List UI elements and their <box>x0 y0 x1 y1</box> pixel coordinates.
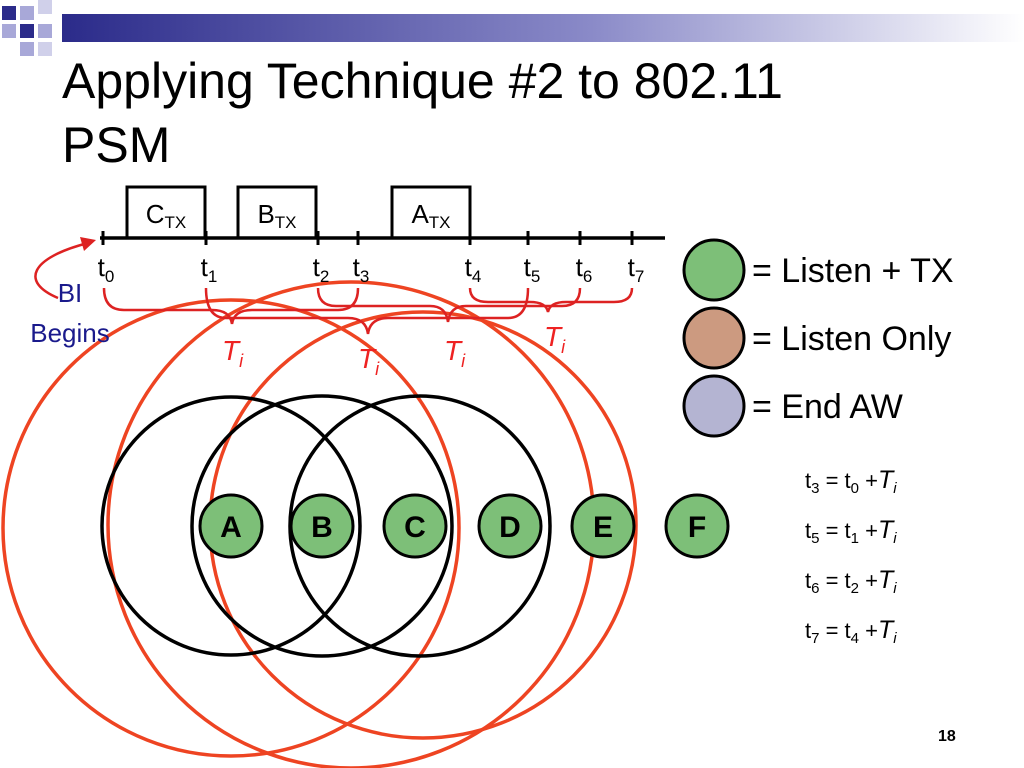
slide-title-line-2: PSM <box>62 117 171 173</box>
range-circle-black <box>100 395 362 657</box>
bi-begins-label: Begins <box>30 318 110 348</box>
equation: t6 = t2 +Ti <box>805 566 897 597</box>
node-label: B <box>311 511 333 544</box>
legend-swatch <box>682 374 746 438</box>
range-circle-red <box>1 298 461 758</box>
node-label: F <box>688 511 706 544</box>
header-square <box>20 6 34 20</box>
bi-begins-label: BI <box>58 278 83 308</box>
legend-item-listen-tx: = Listen + TX <box>682 238 954 302</box>
tx-box-label: BTX <box>257 199 296 232</box>
node-circle <box>289 493 355 559</box>
header-decoration <box>2 0 1024 56</box>
page-number: 18 <box>938 728 956 745</box>
node-label: A <box>220 511 242 544</box>
equation: t3 = t0 +Ti <box>805 466 897 497</box>
interval-label: Ti <box>358 343 380 379</box>
interval-labels: Ti Ti Ti Ti <box>222 321 566 379</box>
tx-box-label: CTX <box>146 199 187 232</box>
tick-label: t7 <box>628 252 645 286</box>
interval-brace <box>468 287 634 313</box>
legend-item-listen-only: = Listen Only <box>682 306 951 370</box>
node-e: E <box>570 493 636 559</box>
legend-label: = Listen + TX <box>752 252 954 290</box>
interval-label: Ti <box>544 321 566 357</box>
nodes: A B C D E F <box>198 493 730 559</box>
tx-box-outline <box>236 185 318 238</box>
tick-label: t5 <box>524 252 541 286</box>
node-a: A <box>198 493 264 559</box>
legend-label: = End AW <box>752 388 903 426</box>
bi-begins-arrowhead <box>80 237 96 251</box>
node-circle <box>198 493 264 559</box>
header-square <box>20 42 34 56</box>
legend-label: = Listen Only <box>752 320 951 358</box>
slide-title-line-1: Applying Technique #2 to 802.11 <box>62 53 783 109</box>
interval-label: Ti <box>222 335 244 371</box>
node-label: D <box>499 511 521 544</box>
tick-label: t4 <box>465 252 482 286</box>
header-square <box>38 24 52 38</box>
header-square <box>38 0 52 14</box>
interval-brace <box>102 287 360 325</box>
equation: t7 = t4 +Ti <box>805 616 897 647</box>
interval-label: Ti <box>444 335 466 371</box>
legend: = Listen + TX = Listen Only = End AW <box>682 238 954 438</box>
interval-brace <box>204 287 530 335</box>
tx-box-outline <box>125 185 207 238</box>
range-circle-black <box>190 394 454 658</box>
legend-item-end-aw: = End AW <box>682 374 903 438</box>
bi-begins-arrow <box>34 241 89 300</box>
node-f: F <box>664 493 730 559</box>
header-square <box>20 24 34 38</box>
header-square <box>2 24 16 38</box>
node-circle <box>477 493 543 559</box>
interval-brace <box>316 287 582 323</box>
tx-box-label: ATX <box>411 199 450 232</box>
tick-label: t1 <box>201 252 218 286</box>
node-b: B <box>289 493 355 559</box>
node-circle <box>382 493 448 559</box>
node-d: D <box>477 493 543 559</box>
header-gradient-bar <box>62 14 1024 42</box>
tick-label: t3 <box>353 252 370 286</box>
equations: t3 = t0 +Ti t5 = t1 +Ti t6 = t2 +Ti t7 =… <box>805 466 897 647</box>
node-label: E <box>593 511 613 544</box>
tx-box-outline <box>390 185 472 238</box>
tick-label: t6 <box>576 252 593 286</box>
header-square <box>38 42 52 56</box>
node-circle <box>664 493 730 559</box>
node-circle <box>570 493 636 559</box>
timeline: CTX BTX ATX t0 t1 t2 t3 t4 t5 t6 t7 <box>30 185 665 379</box>
tick-labels: t0 t1 t2 t3 t4 t5 t6 t7 <box>98 252 645 286</box>
tx-boxes <box>125 185 472 238</box>
node-c: C <box>382 493 448 559</box>
legend-swatch <box>682 238 746 302</box>
node-label: C <box>404 511 426 544</box>
equation: t5 = t1 +Ti <box>805 516 897 547</box>
interval-braces <box>102 287 634 335</box>
legend-swatch <box>682 306 746 370</box>
tick-label: t0 <box>98 252 115 286</box>
header-square <box>2 6 16 20</box>
tick-label: t2 <box>313 252 330 286</box>
